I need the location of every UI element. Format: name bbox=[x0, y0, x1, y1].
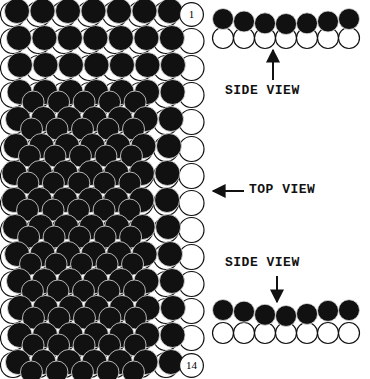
upper-atom bbox=[297, 13, 318, 34]
upper-atom bbox=[33, 53, 58, 78]
upper-atom bbox=[155, 188, 180, 213]
view-label: SIDE VIEW bbox=[224, 84, 301, 99]
lower-atom bbox=[339, 28, 360, 49]
upper-atom bbox=[158, 0, 183, 24]
lower-atom bbox=[179, 164, 204, 189]
view-label: SIDE VIEW bbox=[224, 256, 301, 271]
upper-atom bbox=[155, 161, 180, 186]
upper-atom bbox=[20, 361, 42, 379]
lower-atom bbox=[213, 323, 234, 344]
upper-atom bbox=[276, 14, 297, 35]
upper-atom bbox=[46, 361, 68, 379]
upper-atom bbox=[109, 53, 134, 78]
lower-atom bbox=[179, 191, 204, 216]
upper-atom bbox=[7, 53, 32, 78]
side-view-lower bbox=[213, 300, 360, 344]
lower-atom bbox=[179, 137, 204, 162]
upper-atom bbox=[160, 53, 185, 78]
atom-outline bbox=[180, 2, 204, 26]
upper-atom bbox=[5, 0, 30, 24]
upper-atom bbox=[159, 26, 184, 51]
upper-atom bbox=[318, 11, 339, 32]
upper-atom bbox=[134, 26, 159, 51]
pointer-arrow bbox=[213, 190, 244, 192]
upper-atom bbox=[107, 0, 132, 24]
upper-atom bbox=[297, 303, 318, 324]
upper-atom bbox=[339, 300, 360, 321]
upper-atom bbox=[158, 242, 183, 267]
upper-atom bbox=[318, 300, 339, 321]
lower-atom bbox=[179, 218, 204, 243]
upper-atom bbox=[156, 215, 181, 240]
lower-atom bbox=[179, 245, 204, 270]
upper-atom bbox=[160, 296, 185, 321]
upper-atom bbox=[71, 361, 93, 379]
lower-atom bbox=[234, 323, 255, 344]
pointer-arrow bbox=[272, 50, 274, 80]
upper-atom bbox=[160, 80, 185, 105]
upper-atom bbox=[255, 13, 276, 34]
upper-atom bbox=[339, 9, 360, 30]
upper-atom bbox=[56, 0, 81, 24]
upper-atom bbox=[213, 9, 234, 30]
upper-atom bbox=[58, 53, 83, 78]
upper-atom bbox=[81, 0, 106, 24]
view-label: TOP VIEW bbox=[248, 183, 316, 198]
upper-atom bbox=[83, 26, 108, 51]
upper-atom bbox=[57, 26, 82, 51]
lower-atom bbox=[213, 28, 234, 49]
upper-atom bbox=[234, 301, 255, 322]
upper-atom bbox=[132, 0, 157, 24]
upper-atom bbox=[276, 305, 297, 326]
pointer-arrow bbox=[276, 276, 278, 302]
upper-atom bbox=[30, 0, 55, 24]
atom-outline bbox=[180, 353, 204, 377]
top-view-lattice bbox=[1, 0, 205, 379]
callout-number: 14 bbox=[186, 360, 197, 371]
upper-atom bbox=[156, 134, 181, 159]
upper-atom bbox=[160, 323, 185, 348]
lower-atom bbox=[339, 323, 360, 344]
upper-atom bbox=[159, 269, 184, 294]
upper-atom bbox=[97, 361, 119, 379]
numbered-atom: 1 bbox=[179, 2, 204, 27]
upper-atom bbox=[213, 300, 234, 321]
side-view-upper bbox=[213, 9, 360, 49]
upper-atom bbox=[159, 107, 184, 132]
lower-atom bbox=[297, 323, 318, 344]
upper-atom bbox=[122, 361, 144, 379]
upper-atom bbox=[32, 26, 57, 51]
upper-atom bbox=[135, 53, 160, 78]
lower-atom bbox=[318, 323, 339, 344]
upper-atom bbox=[84, 53, 109, 78]
numbered-atom: 14 bbox=[179, 353, 204, 378]
upper-atom bbox=[255, 304, 276, 325]
upper-atom bbox=[6, 26, 31, 51]
upper-atom bbox=[234, 11, 255, 32]
callout-number: 1 bbox=[189, 9, 195, 20]
upper-atom bbox=[108, 26, 133, 51]
